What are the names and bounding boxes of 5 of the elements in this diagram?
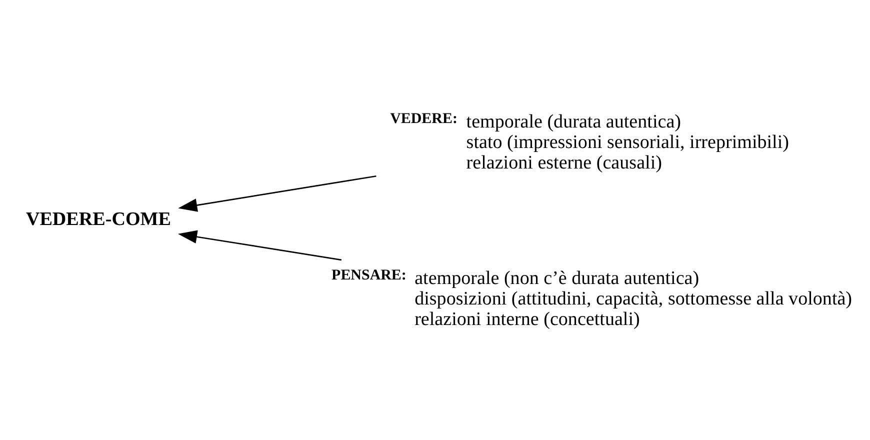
node-text: PENSARE: atemporale (non c’è durata autentica) disposizioni (attitudini, capacità, sottomesse alla volontà) relazioni interne (concettuali) <box>332 266 852 330</box>
arrow <box>178 174 376 212</box>
node-text: VEDERE: temporale (durata autentica) stato (impressioni sensoriali, irreprimibili) relazioni esterne (causali) <box>390 110 789 173</box>
node-text: VEDERE-COME <box>26 208 171 230</box>
arrow <box>178 230 342 260</box>
